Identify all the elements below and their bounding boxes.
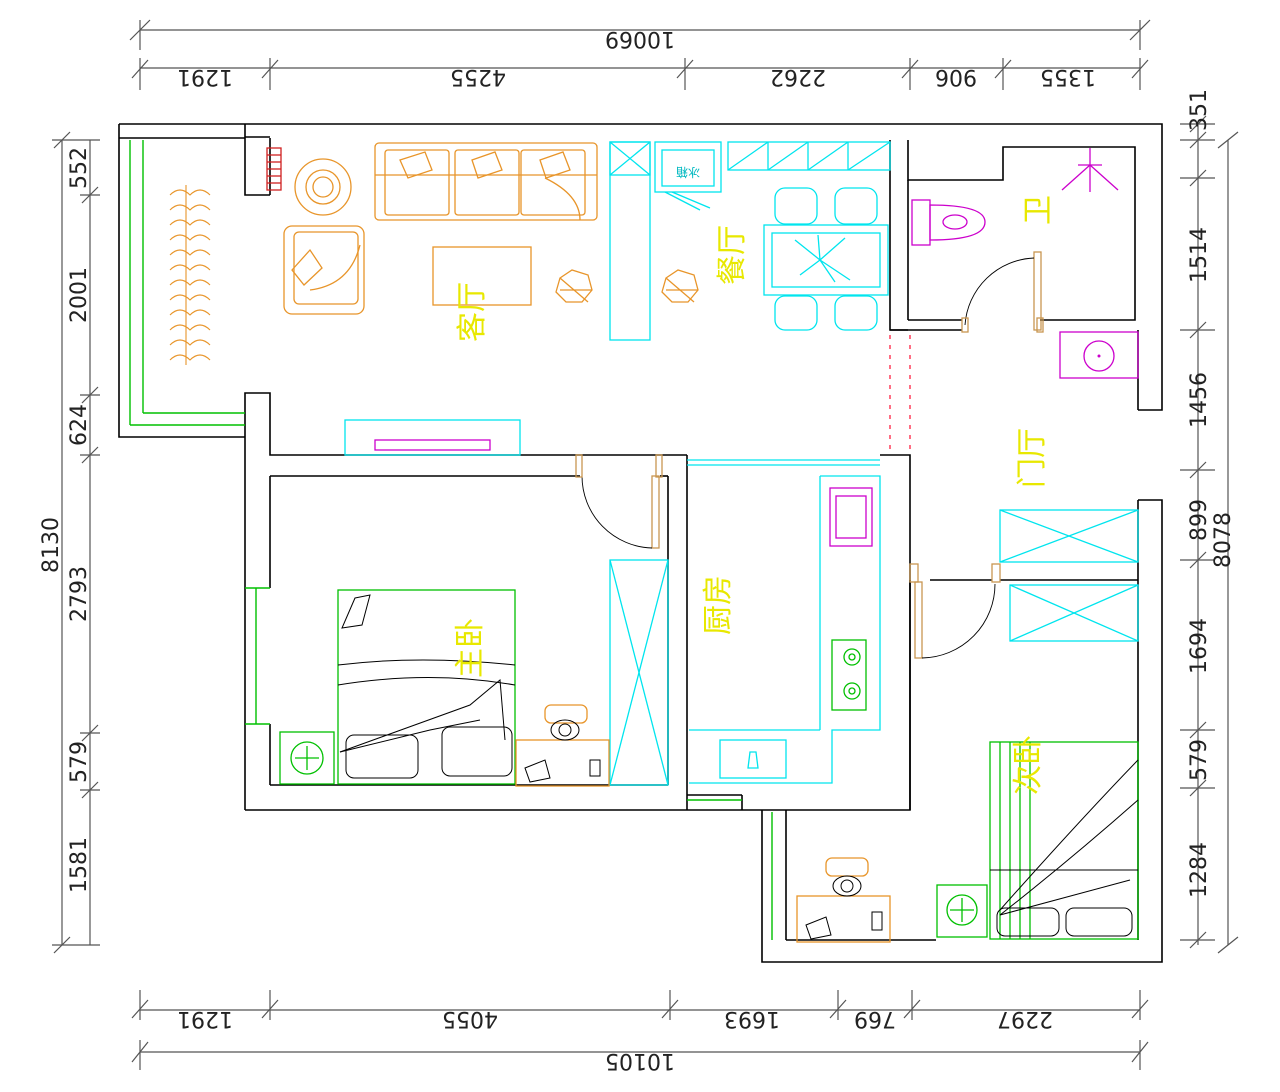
dim-top-2: 4255 xyxy=(450,64,506,89)
dim-left-2: 2001 xyxy=(67,267,92,323)
dim-right-1: 351 xyxy=(1187,89,1212,131)
dim-left-4: 2793 xyxy=(67,566,92,622)
basin-drain xyxy=(1097,354,1101,358)
master-bed-linen xyxy=(337,594,516,779)
dim-top-1: 1291 xyxy=(177,64,233,89)
label-bathroom: 卫 xyxy=(1021,195,1056,225)
master-bedroom-furniture xyxy=(609,559,669,786)
master-desk-person xyxy=(524,719,601,783)
second-bed xyxy=(936,741,1139,940)
label-dining-room: 餐厅 xyxy=(715,225,750,285)
label-entrance-hall: 门厅 xyxy=(1015,428,1050,488)
doors xyxy=(575,251,1044,659)
entrance-cabinets xyxy=(999,509,1139,642)
dim-left-total: 8130 xyxy=(39,517,64,573)
dim-bottom-4: 769 xyxy=(854,1006,896,1031)
second-desk xyxy=(796,857,891,943)
room-labels: 客厅 餐厅 卫 门厅 主卧 厨房 次卧 xyxy=(453,195,1056,795)
dim-right-4: 899 xyxy=(1187,499,1212,541)
dim-bottom-3: 1693 xyxy=(724,1006,780,1031)
dim-right-3: 1456 xyxy=(1187,372,1212,428)
master-desk xyxy=(515,704,610,787)
master-bed xyxy=(279,589,516,785)
microwave-icon xyxy=(829,487,873,547)
walls xyxy=(118,123,1163,963)
dim-bottom-5: 2297 xyxy=(997,1006,1053,1031)
opening-dashes xyxy=(889,335,911,455)
balcony-plants-icon xyxy=(169,185,211,365)
dim-bottom-2: 4055 xyxy=(442,1006,498,1031)
second-desk-person xyxy=(805,875,883,940)
dim-right-total: 8078 xyxy=(1211,512,1236,568)
living-furniture xyxy=(283,142,699,315)
dimension-labels: 10069 1291 4255 2262 906 1355 1291 4055 … xyxy=(39,26,1236,1073)
kitchen-fixtures xyxy=(687,459,881,784)
dim-top-5: 1355 xyxy=(1040,64,1096,89)
fridge-label: 冰箱 xyxy=(676,165,700,180)
stove-icon xyxy=(831,639,867,711)
second-bed-linen xyxy=(990,759,1139,937)
windows xyxy=(129,140,773,940)
dim-top-total: 10069 xyxy=(605,26,675,51)
tv-cabinet xyxy=(344,419,521,456)
dim-left-5: 579 xyxy=(67,741,92,783)
label-master-bedroom: 主卧 xyxy=(453,618,488,678)
dim-bottom-1: 1291 xyxy=(177,1006,233,1031)
dim-left-6: 1581 xyxy=(67,837,92,893)
label-living-room: 客厅 xyxy=(455,282,490,342)
label-kitchen: 厨房 xyxy=(701,575,736,635)
dim-top-4: 906 xyxy=(935,64,977,89)
dimension-lines xyxy=(52,19,1239,1070)
bathroom-fixtures xyxy=(911,148,1139,379)
dim-right-7: 1284 xyxy=(1187,842,1212,898)
radiator-icon xyxy=(266,147,282,191)
dim-left-1: 552 xyxy=(67,147,92,189)
dining-furniture xyxy=(609,141,891,341)
dim-right-2: 1514 xyxy=(1187,227,1212,283)
dim-left-3: 624 xyxy=(67,404,92,446)
dim-right-5: 1694 xyxy=(1187,618,1212,674)
label-second-bedroom: 次卧 xyxy=(1011,735,1046,795)
dim-right-6: 579 xyxy=(1187,739,1212,781)
dim-bottom-total: 10105 xyxy=(605,1048,675,1073)
dim-top-3: 2262 xyxy=(770,64,826,89)
